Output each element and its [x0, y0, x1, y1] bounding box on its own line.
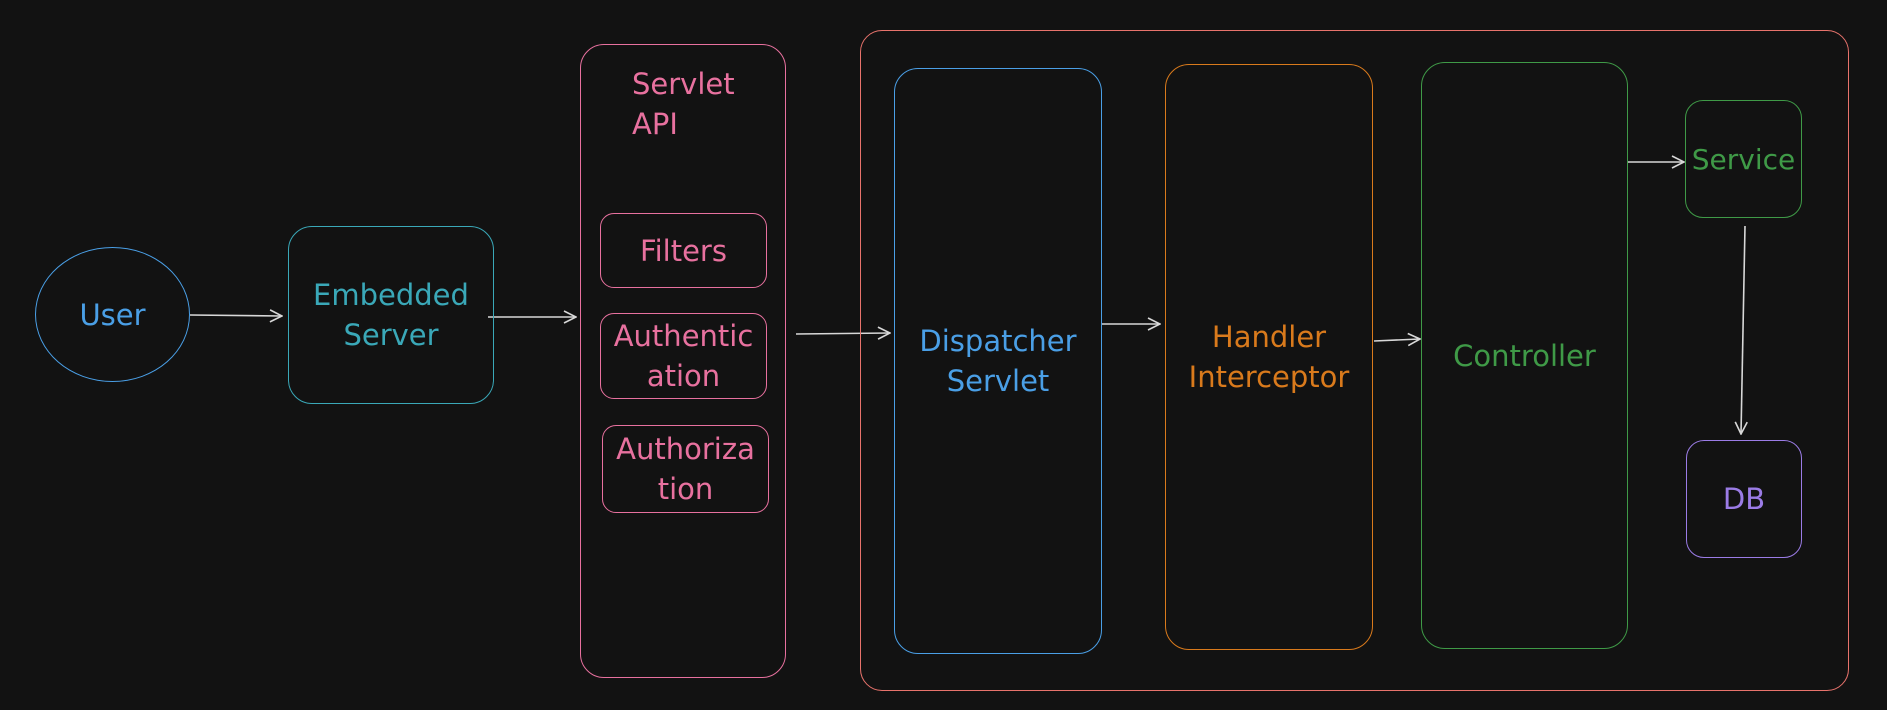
servlet-api-label: Servlet API: [632, 67, 735, 141]
filters-label: Filters: [640, 233, 727, 268]
dispatcher-servlet-label: Dispatcher Servlet: [919, 324, 1077, 398]
arrow-service-to-db: [1741, 225, 1745, 434]
authentication-label: Authentic ation: [613, 319, 754, 393]
controller-node: Controller: [1421, 62, 1628, 649]
db-node: DB: [1686, 440, 1802, 558]
filters-node: Filters: [600, 213, 767, 288]
embedded-server-node: Embedded Server: [288, 226, 494, 404]
embedded-server-label: Embedded Server: [313, 278, 469, 352]
authorization-label: Authoriza tion: [616, 432, 755, 506]
db-label: DB: [1722, 482, 1766, 516]
authorization-node: Authoriza tion: [602, 425, 769, 513]
dispatcher-servlet-node: Dispatcher Servlet: [894, 68, 1102, 654]
spring-container: [860, 30, 1849, 691]
controller-label: Controller: [1453, 338, 1596, 373]
service-label: Service: [1691, 142, 1796, 176]
arrow-handler-to-controller: [1373, 339, 1420, 341]
arrow-servlet-api-to-dispatcher: [795, 333, 890, 334]
handler-interceptor-label: Handler Interceptor: [1188, 320, 1350, 394]
handler-interceptor-node: Handler Interceptor: [1165, 64, 1373, 650]
servlet-api-container: [580, 44, 786, 678]
user-label: User: [79, 297, 146, 332]
authentication-node: Authentic ation: [600, 313, 767, 399]
service-node: Service: [1685, 100, 1802, 218]
arrow-user-to-embedded-server: [189, 315, 282, 316]
user-node: User: [35, 247, 190, 382]
